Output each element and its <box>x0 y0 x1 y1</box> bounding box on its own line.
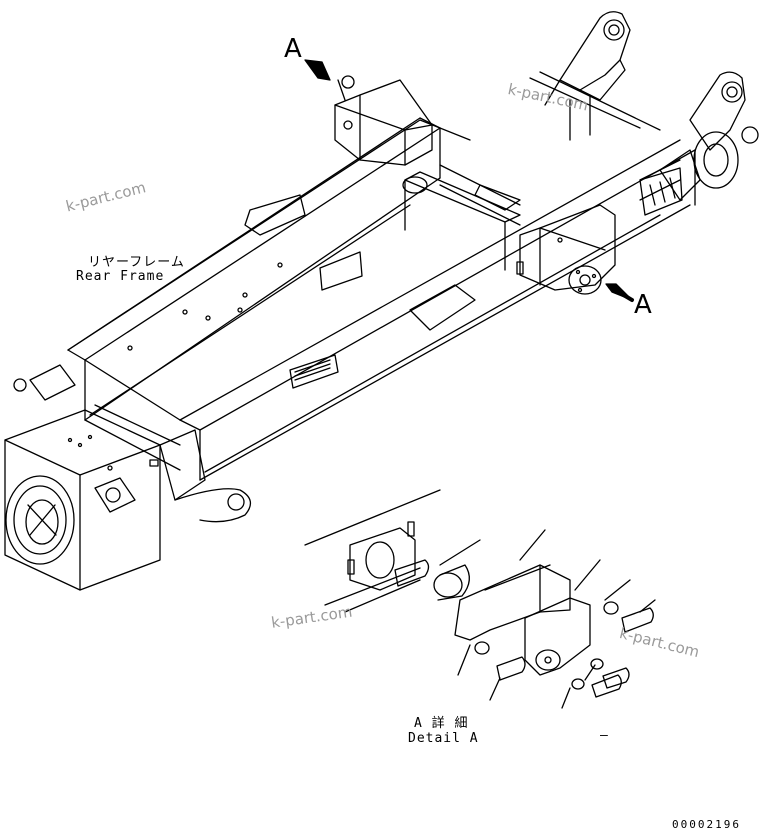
view-label-a-top: A <box>284 34 302 64</box>
view-arrow-right <box>605 283 634 302</box>
frame-details <box>127 167 683 389</box>
cross-members <box>84 71 661 471</box>
view-arrow-top <box>304 59 331 81</box>
rear-frame-label-jp: リヤーフレーム <box>88 255 185 270</box>
mount-bracket-top <box>334 75 433 166</box>
rear-towers <box>544 11 759 201</box>
detail-a-view <box>304 489 656 709</box>
detail-label-en: Detail A <box>408 731 479 746</box>
front-housing <box>4 364 252 591</box>
part-number: 00002196 <box>672 818 741 831</box>
rear-frame-label-en: Rear Frame <box>76 269 165 284</box>
detail-dash: – <box>600 728 609 743</box>
view-label-a-right: A <box>634 290 652 320</box>
left-frame-rail <box>67 117 471 421</box>
right-frame-rail <box>179 139 696 481</box>
mount-bracket-right <box>516 204 616 295</box>
detail-label-jp: A 詳 細 <box>414 716 469 731</box>
